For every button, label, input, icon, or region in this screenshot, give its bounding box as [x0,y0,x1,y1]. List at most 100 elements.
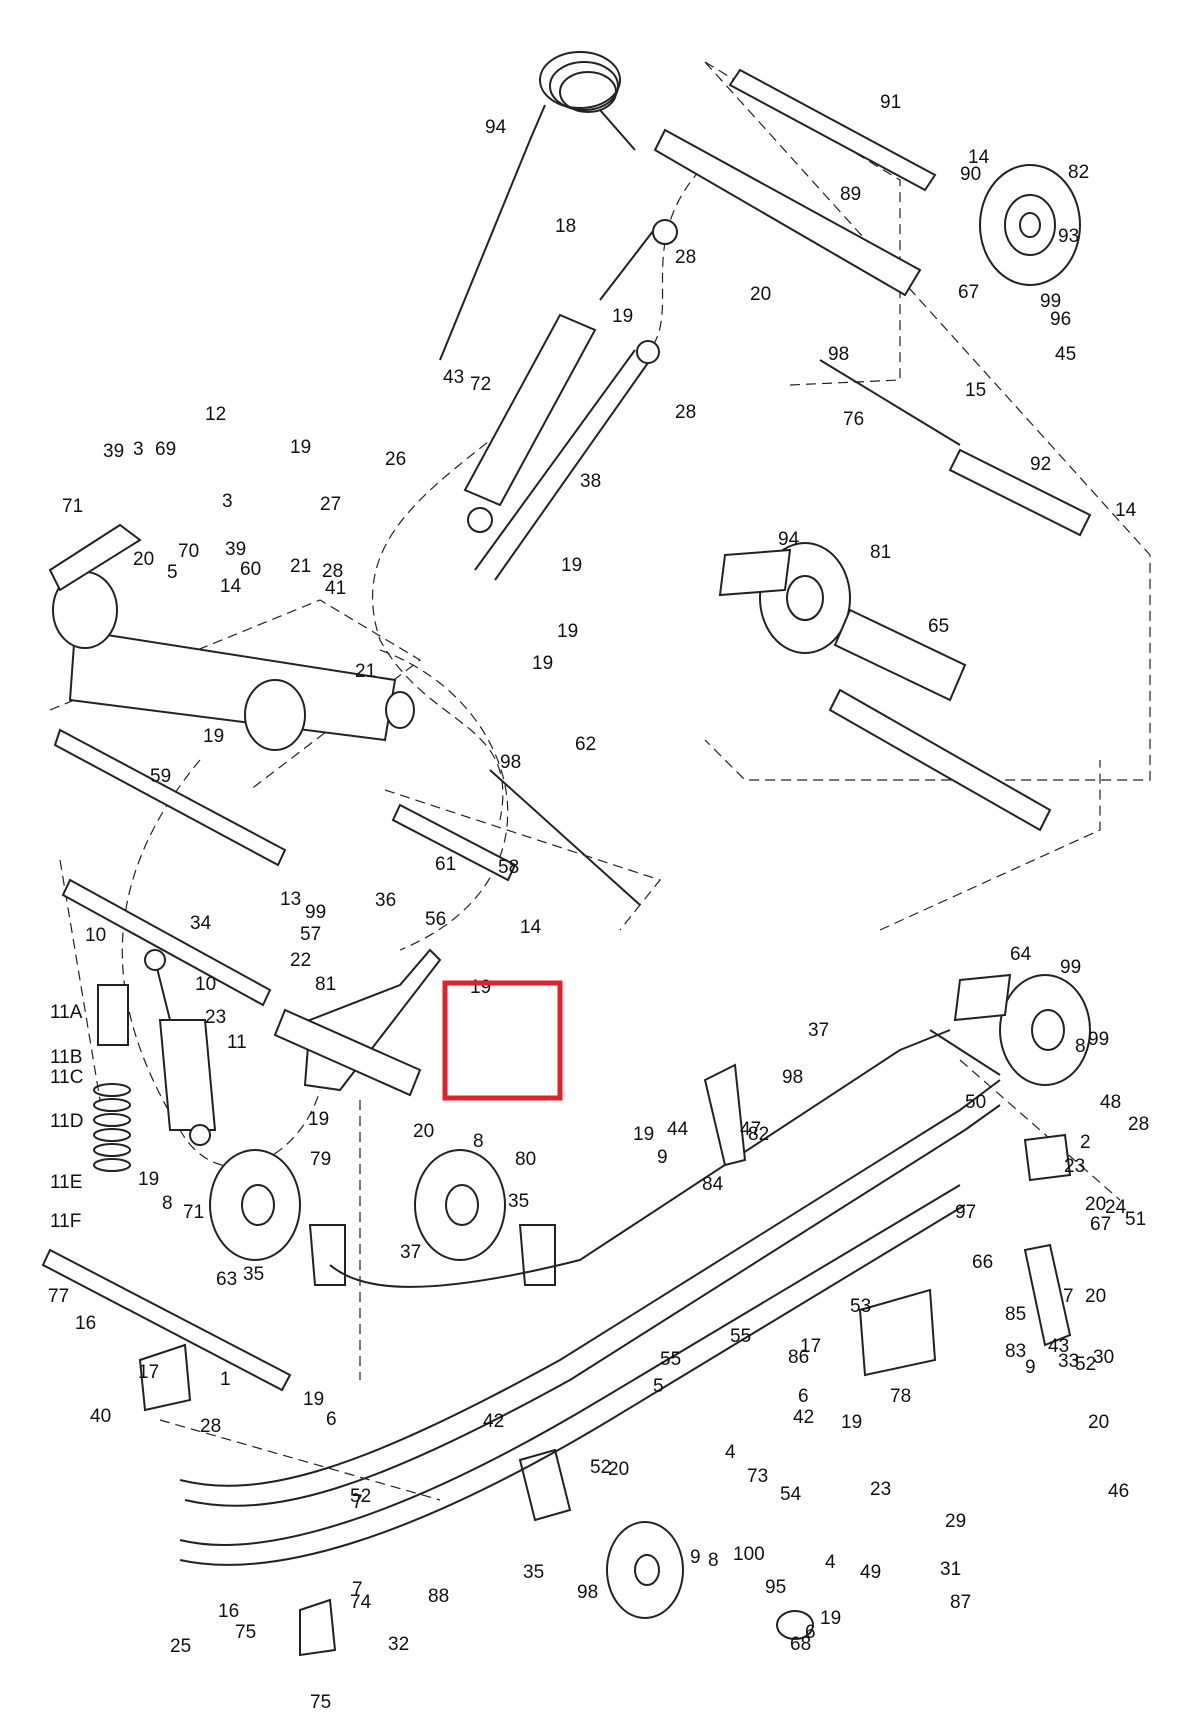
callout-label: 20 [750,284,771,305]
callout-label: 1 [220,1369,231,1390]
callout-label: 19 [470,977,491,998]
callout-label: 28 [1128,1114,1149,1135]
callout-label: 47 [740,1119,761,1140]
link-67-top [48,523,142,592]
callout-label: 36 [375,890,396,911]
callout-label: 60 [240,559,261,580]
bumper-11a [97,984,129,1046]
bolt-72 [819,359,961,446]
callout-label: 52 [590,1457,611,1478]
shaft-86 [728,68,937,192]
bracket-52-bottom [518,1448,572,1522]
callout-label: 16 [75,1313,96,1334]
callout-label: 42 [793,1407,814,1428]
callout-label: 67 [1090,1214,1111,1235]
callout-label: 11D [50,1111,83,1132]
callout-label: 6 [805,1622,816,1643]
callout-label: 23 [1064,1156,1085,1177]
callout-label: 85 [1005,1304,1026,1325]
callout-label: 20 [413,1121,434,1142]
callout-label: 62 [575,734,596,755]
callout-label: 16 [218,1601,239,1622]
shaft-54 [53,728,287,867]
callout-label: 12 [205,404,226,425]
callout-label: 98 [828,344,849,365]
callout-label: 98 [577,1582,598,1603]
callout-label: 87 [950,1592,971,1613]
callout-label: 23 [870,1479,891,1500]
callout-label: 34 [190,913,212,934]
callout-label: 7 [352,1579,363,1600]
callout-label: 28 [200,1416,221,1437]
callout-label: 28 [322,561,343,582]
callout-label: 54 [780,1484,802,1505]
spacer-59 [953,973,1012,1022]
callout-label: 98 [782,1067,803,1088]
callout-label: 43 [443,367,464,388]
callout-label: 39 [103,441,124,462]
callout-label: 50 [965,1092,986,1113]
callout-label: 14 [520,917,542,938]
callout-label: 35 [508,1191,529,1212]
callout-label: 97 [955,1202,976,1223]
callout-label: 8 [473,1131,484,1152]
callout-label: 39 [225,539,246,560]
callout-label: 79 [310,1149,331,1170]
callout-label: 63 [216,1269,237,1290]
callout-label: 82 [1068,162,1089,183]
block-50 [1023,1133,1072,1182]
callout-label: 94 [778,529,800,550]
callout-label: 33 [1058,1351,1079,1372]
callout-label: 21 [290,556,311,577]
callout-labels: 1 2 3 3 4 4 5 5 6 6 6 7 7 7 8 8 8 8 9 9 … [48,92,1149,1713]
callout-label: 72 [470,374,491,395]
callout-label: 42 [483,1411,504,1432]
callout-label: 51 [1125,1209,1146,1230]
callout-label: 69 [155,439,176,460]
callout-label: 65 [928,616,949,637]
callout-label: 11 [227,1032,247,1053]
callout-label: 21 [355,661,376,682]
callout-label: 99 [1060,957,1081,978]
callout-label: 64 [1010,944,1032,965]
callout-label: 17 [800,1336,821,1357]
shaft-84 [653,128,922,297]
rear-arm-76 [273,948,442,1097]
rod-57 [489,769,641,906]
shaft-49 [828,688,1052,832]
callout-label: 9 [1025,1357,1036,1378]
callout-label: 23 [205,1007,226,1028]
callout-label: 45 [1055,344,1076,365]
idler-wheel-78 [979,164,1081,286]
callout-label: 28 [675,247,696,268]
callout-label: 49 [860,1562,881,1583]
callout-label: 19 [557,621,578,642]
callout-label: 89 [840,184,861,205]
callout-label: 14 [220,576,242,597]
callout-label: 82 [748,1124,769,1145]
callout-label: 28 [675,402,696,423]
callout-label: 6 [798,1386,809,1407]
callout-label: 68 [790,1634,811,1655]
bracket-52-right [518,1224,556,1286]
callout-label: 31 [940,1559,961,1580]
part-shapes [41,51,1092,1657]
callout-label: 19 [308,1109,329,1130]
callout-label: 96 [1050,309,1071,330]
callout-label: 7 [1063,1286,1074,1307]
callout-label: 22 [290,950,311,971]
callout-label: 19 [633,1124,654,1145]
callout-label: 44 [667,1119,689,1140]
callout-label: 8 [162,1193,173,1214]
callout-label: 58 [498,857,519,878]
callout-label: 3 [133,439,144,460]
callout-label: 29 [945,1511,966,1532]
cap-100 [776,1610,814,1640]
callout-label: 8 [1075,1036,1086,1057]
callout-label: 19 [820,1608,841,1629]
callout-label: 5 [167,562,178,583]
callout-label: 86 [788,1347,809,1368]
callout-label: 15 [965,380,986,401]
callout-label: 35 [243,1264,264,1285]
callout-label: 71 [183,1202,204,1223]
